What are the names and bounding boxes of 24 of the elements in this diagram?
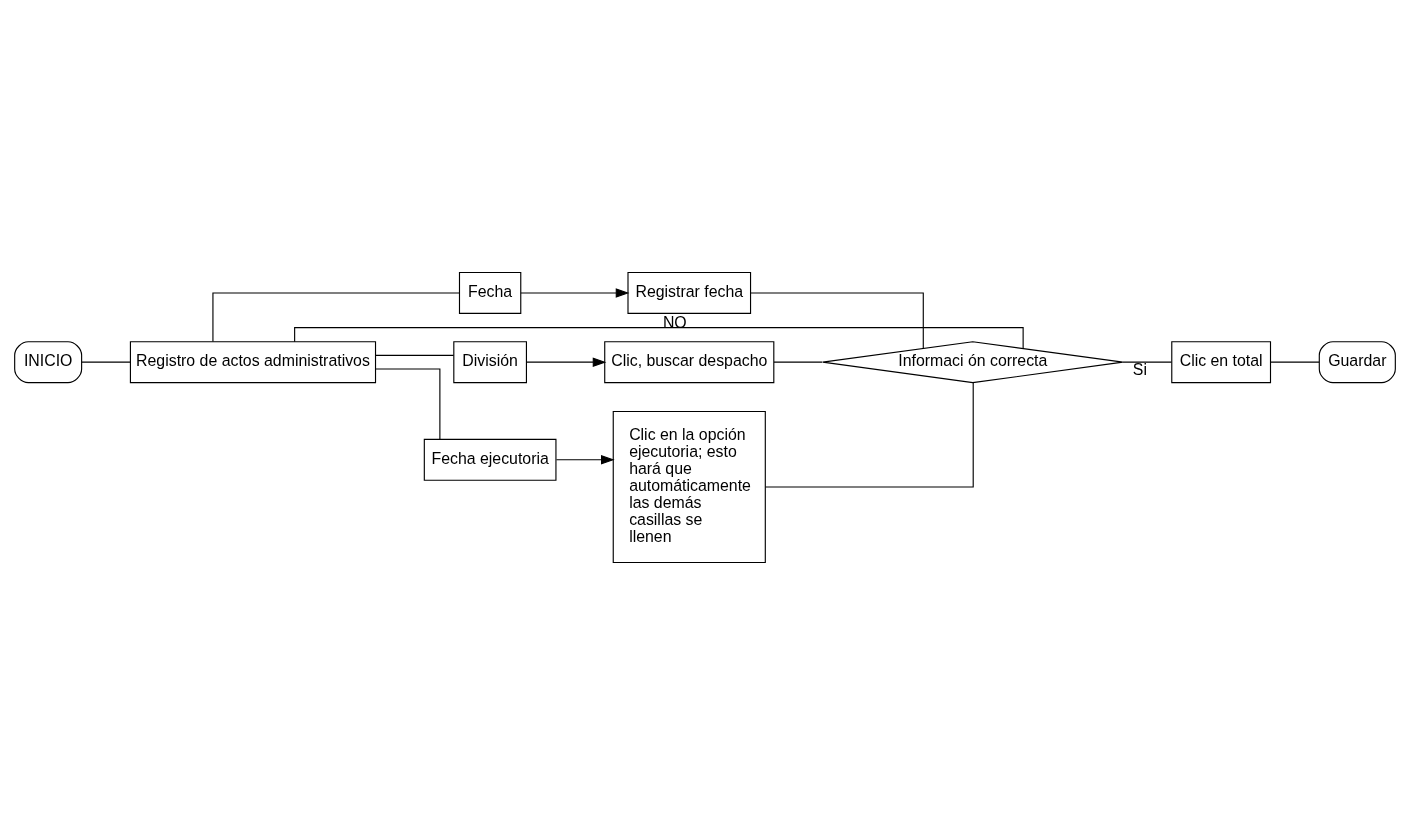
connector <box>773 361 823 363</box>
edge-label: Si <box>1132 360 1147 378</box>
connector <box>81 361 131 363</box>
arrow <box>520 287 630 298</box>
connector <box>764 381 974 488</box>
node-box: Registro de actos administrativos <box>129 340 377 383</box>
connector <box>750 291 924 349</box>
connector <box>375 367 441 440</box>
node-box: Registrar fecha <box>627 271 752 314</box>
node-box: División <box>453 340 527 383</box>
node-box: Guardar <box>1318 340 1396 383</box>
node-box: Fecha <box>458 271 522 314</box>
arrow <box>555 454 615 465</box>
connector <box>1270 361 1320 363</box>
connector <box>375 354 455 356</box>
node-box: INICIO <box>14 340 83 383</box>
connector <box>1122 361 1173 363</box>
connector <box>212 291 460 342</box>
node-box: Clic en la opción ejecutoria; esto hará que automáticamente las demás casillas se llenen <box>612 410 766 563</box>
node-box: Clic en total <box>1171 340 1272 383</box>
node-box: Fecha ejecutoria <box>423 438 557 481</box>
arrow <box>526 356 607 367</box>
node-box: Clic, buscar despacho <box>604 340 775 383</box>
node-diamond: Informaci ón correcta <box>822 340 1124 383</box>
